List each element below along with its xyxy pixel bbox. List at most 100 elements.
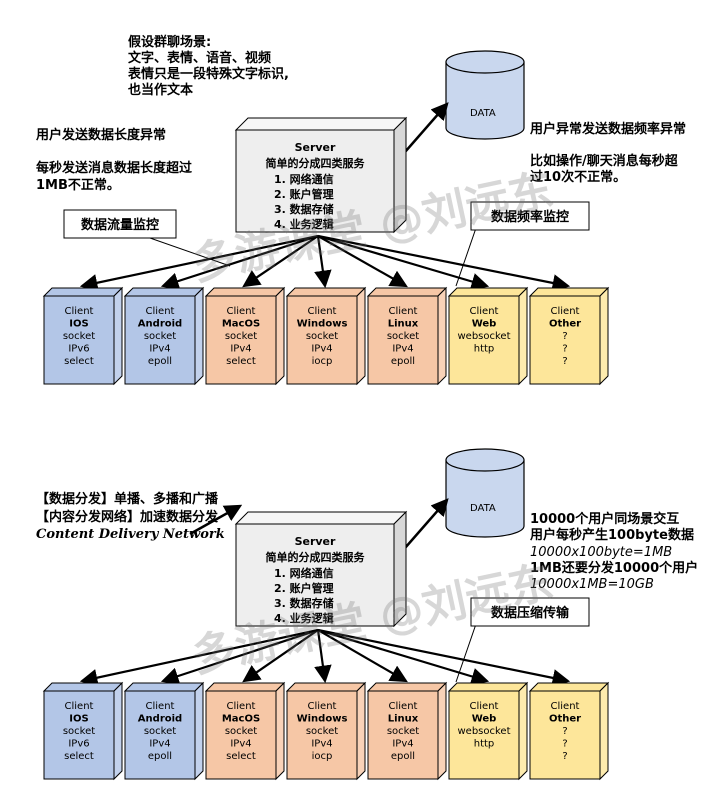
- bottom-calc-line-4: 1MB还要分发10000个用户: [530, 560, 698, 576]
- top-arrow-to-web: [317, 234, 490, 291]
- bottom-calc-line-1: 10000个用户同场景交互: [530, 511, 679, 527]
- bottom-client-macos-line-4: IPv4: [230, 739, 251, 750]
- top-server-item-2: 2. 账户管理: [274, 187, 334, 201]
- bottom-client-arrows: [79, 628, 571, 687]
- top-client-other-line-1: Client: [551, 306, 580, 317]
- bottom-calc-line-2: 用户每秒产生100byte数据: [529, 527, 694, 543]
- bottom-client-row: ClientIOSsocketIPv6selectClientAndroidso…: [42, 681, 610, 781]
- bottom-client-windows-top-face: [285, 682, 367, 692]
- bottom-distribution-line-1: 【数据分发】单播、多播和广播: [36, 491, 219, 507]
- top-client-android-line-1: Client: [146, 306, 175, 317]
- bottom-client-android-line-5: epoll: [148, 751, 172, 762]
- top-client-other-front-face: [529, 295, 601, 385]
- bottom-client-linux-top-face: [366, 682, 448, 692]
- bottom-calc-line-5: 10000x1MB=10GB: [530, 577, 654, 592]
- top-client-ios-line-1: Client: [65, 306, 94, 317]
- bottom-client-macos-line-3: socket: [225, 726, 257, 737]
- bottom-client-ios-top-face: [42, 682, 124, 692]
- top-client-ios-front-face: [43, 295, 115, 385]
- bottom-client-macos-line-5: select: [226, 751, 256, 762]
- top-freq-anomaly-line-4: 过10次不正常。: [530, 169, 626, 185]
- top-client-web-line-2: Web: [472, 319, 497, 330]
- bottom-client-android-line-2: Android: [138, 714, 182, 725]
- top-server-item-3: 3. 数据存储: [274, 202, 334, 216]
- bottom-client-web-line-4: http: [474, 739, 495, 750]
- bottom-arrow-to-other: [317, 628, 571, 687]
- bottom-client-web-line-3: websocket: [457, 726, 510, 737]
- bottom-client-windows-line-3: socket: [306, 726, 338, 737]
- top-client-other-line-3: ?: [562, 331, 567, 342]
- bottom-client-other-line-2: Other: [549, 714, 581, 725]
- top-client-web-line-1: Client: [470, 306, 499, 317]
- bottom-arrow-to-ios: [79, 628, 319, 687]
- top-client-linux-front-face: [367, 295, 439, 385]
- bottom-client-macos-line-1: Client: [227, 701, 256, 712]
- bottom-client-other-line-5: ?: [562, 751, 567, 762]
- top-length-anomaly-line-3: 每秒发送消息数据长度超过: [36, 160, 192, 176]
- bottom-server-item-1: 1. 网络通信: [274, 566, 334, 580]
- top-client-macos-line-3: socket: [225, 331, 257, 342]
- top-arrow-to-windows: [314, 235, 332, 289]
- top-server-subtitle: 简单的分成四类服务: [266, 156, 366, 170]
- bottom-client-ios-line-4: IPv6: [68, 739, 89, 750]
- bottom-arrow-to-windows: [314, 629, 332, 684]
- bottom-client-windows-side-face: [356, 681, 366, 781]
- bottom-client-windows-front-face: [286, 690, 358, 780]
- bottom-cdn-label: Content Delivery Network: [36, 527, 225, 542]
- top-client-web-front-face: [448, 295, 520, 385]
- top-server-item-1: 1. 网络通信: [274, 172, 334, 186]
- top-freq-monitor-callout: 数据频率监控: [455, 201, 590, 287]
- bottom-client-web-line-1: Client: [470, 701, 499, 712]
- top-arrow-to-android: [160, 234, 319, 290]
- top-client-windows-line-3: socket: [306, 331, 338, 342]
- top-client-android-line-2: Android: [138, 319, 182, 330]
- top-assumption-line-3: 表情只是一段特殊文字标识,: [127, 66, 289, 82]
- top-client-ios-line-5: select: [64, 356, 94, 367]
- bottom-client-ios-front-face: [43, 690, 115, 780]
- top-client-ios-top-face: [42, 287, 124, 297]
- top-client-windows-top-face: [285, 287, 367, 297]
- bottom-client-macos-side-face: [275, 681, 285, 781]
- top-client-android-line-5: epoll: [148, 356, 172, 367]
- top-client-macos-line-2: MacOS: [222, 319, 260, 330]
- top-arrow-to-macos: [242, 235, 319, 288]
- top-assumption-line-1: 假设群聊场景:: [128, 34, 211, 50]
- bottom-server-box: Server 简单的分成四类服务 1. 网络通信 2. 账户管理 3. 数据存储…: [234, 510, 408, 628]
- top-freq-monitor-label: 数据频率监控: [491, 209, 569, 225]
- bottom-client-other-top-face: [528, 682, 610, 692]
- bottom-client-linux-line-5: epoll: [391, 751, 415, 762]
- bottom-compress-label: 数据压缩传输: [491, 605, 570, 621]
- top-client-web-top-face: [447, 287, 529, 297]
- top-client-web-line-3: websocket: [457, 331, 510, 342]
- top-server-title: Server: [295, 141, 336, 154]
- bottom-client-linux-side-face: [437, 681, 447, 781]
- top-client-windows-line-1: Client: [308, 306, 337, 317]
- bottom-client-linux-line-2: Linux: [388, 714, 419, 725]
- top-freq-anomaly-line-3: 比如操作/聊天消息每秒超: [530, 153, 679, 169]
- bottom-arrow-to-web: [317, 628, 490, 685]
- top-client-macos-line-1: Client: [227, 306, 256, 317]
- bottom-client-macos-line-2: MacOS: [222, 714, 260, 725]
- top-client-android-front-face: [124, 295, 196, 385]
- bottom-client-ios-line-3: socket: [63, 726, 95, 737]
- bottom-client-android-side-face: [194, 681, 204, 781]
- bottom-calc-line-3: 10000x100byte=1MB: [530, 545, 672, 560]
- top-client-arrows: [79, 234, 571, 292]
- bottom-client-web-line-2: Web: [472, 714, 497, 725]
- top-client-row: ClientIOSsocketIPv6selectClientAndroidso…: [42, 286, 610, 386]
- bottom-client-web-front-face: [448, 690, 520, 780]
- bottom-arrow-to-linux: [317, 629, 408, 683]
- bottom-server-item-3: 3. 数据存储: [274, 596, 334, 610]
- bottom-client-windows-line-5: iocp: [312, 751, 333, 762]
- top-client-linux-line-1: Client: [389, 306, 418, 317]
- bottom-client-macos-front-face: [205, 690, 277, 780]
- bottom-client-linux-front-face: [367, 690, 439, 780]
- top-client-android-line-4: IPv4: [149, 344, 170, 355]
- top-flow-monitor-label: 数据流量监控: [81, 217, 159, 233]
